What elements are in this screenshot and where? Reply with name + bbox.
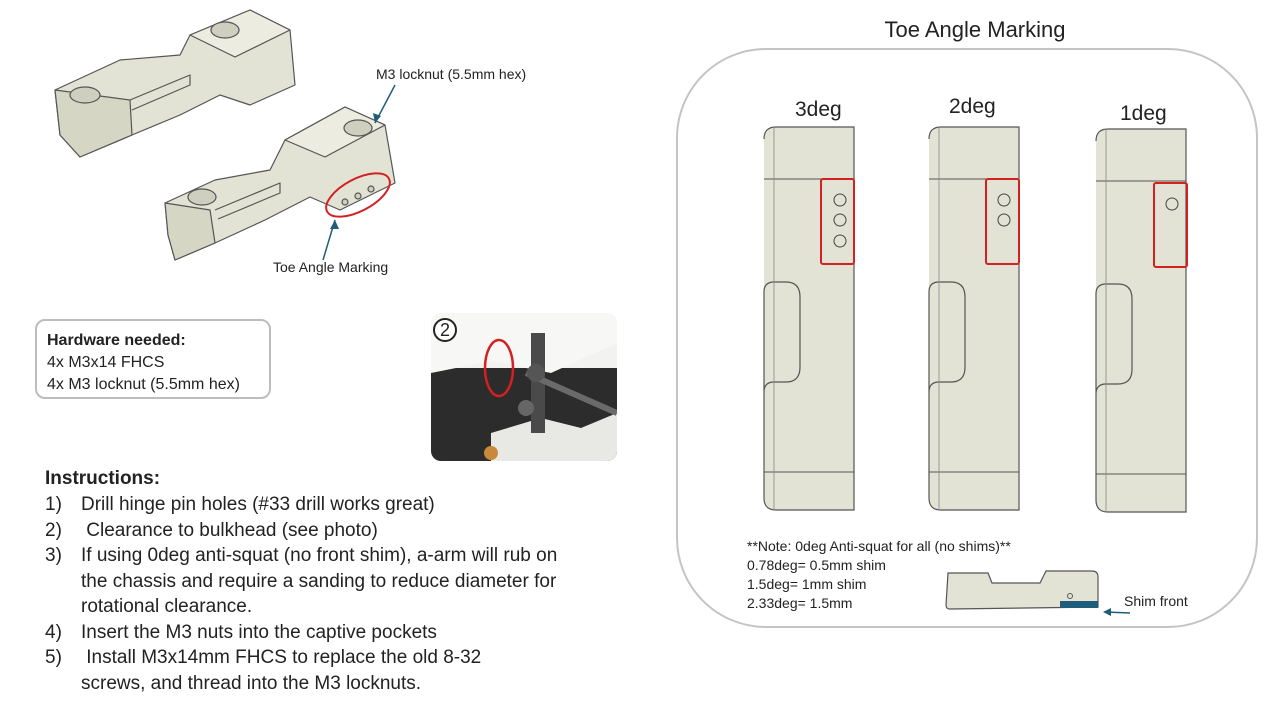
part-front [164, 106, 396, 261]
note-shim: 1.5deg= 1mm shim [747, 576, 867, 592]
shim-side-view [945, 570, 1131, 616]
toe-marking-highlight [325, 172, 391, 218]
instruction-step: 5) Install M3x14mm FHCS to replace the o… [45, 645, 605, 696]
instruction-step: 4) Insert the M3 nuts into the captive po… [45, 620, 605, 646]
step-text: Insert the M3 nuts into the captive pock… [81, 621, 437, 643]
step-number: 4) [45, 621, 62, 643]
instruction-step: 1) Drill hinge pin holes (#33 drill works… [45, 492, 605, 518]
hardware-item: 4x M3 locknut (5.5mm hex) [47, 376, 240, 393]
note-anti-squat: **Note: 0deg Anti-squat for all (no shim… [747, 538, 1011, 554]
step-number: 2) [45, 519, 62, 541]
step-number: 5) [45, 647, 62, 668]
toe-marking-callout: Toe Angle Marking [273, 259, 389, 275]
step-number: 3) [45, 545, 62, 566]
instructions-title: Instructions: [45, 468, 161, 489]
view-label-1deg: 1deg [1120, 102, 1167, 125]
view-label-2deg: 2deg [949, 95, 996, 118]
note-shim: 0.78deg= 0.5mm shim [747, 557, 886, 573]
view-label-3deg: 3deg [795, 98, 842, 121]
toe-view-1deg [1095, 128, 1188, 513]
step-text: If using 0deg anti-squat (no front shim)… [81, 545, 558, 617]
parts-3d-illustration [54, 9, 396, 261]
part-back [54, 9, 296, 158]
note-shim: 2.33deg= 1.5mm [747, 595, 853, 611]
step-text: Drill hinge pin holes (#33 drill works g… [81, 494, 435, 515]
shim-front-label: Shim front [1124, 593, 1188, 609]
step-number: 1) [45, 494, 62, 515]
hardware-item: 4x M3x14 FHCS [47, 354, 165, 371]
step-badge: 2 [433, 318, 457, 342]
toe-views [763, 115, 1200, 520]
step-text: Clearance to bulkhead (see photo) [81, 519, 378, 541]
locknut-callout: M3 locknut (5.5mm hex) [376, 66, 527, 82]
instruction-step: 2) Clearance to bulkhead (see photo) [45, 518, 605, 544]
hardware-box: Hardware needed: 4x M3x14 FHCS 4x M3 loc… [35, 319, 271, 399]
clearance-highlight [483, 338, 515, 398]
toe-view-3deg [763, 126, 855, 511]
toe-view-2deg [928, 126, 1020, 511]
instruction-step: 3) If using 0deg anti-squat (no front shi… [45, 543, 605, 620]
toe-panel-title: Toe Angle Marking [884, 17, 1066, 42]
instructions: Instructions: 1) Drill hinge pin holes (#… [45, 466, 605, 696]
hardware-title: Hardware needed: [47, 332, 186, 349]
clearance-photo: 2 [431, 313, 617, 461]
toe-panel-frame [676, 48, 1258, 628]
step-text: Install M3x14mm FHCS to replace the old … [81, 647, 487, 694]
